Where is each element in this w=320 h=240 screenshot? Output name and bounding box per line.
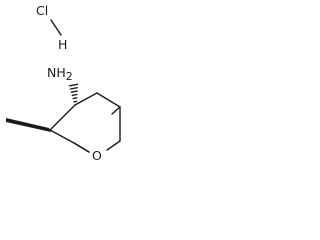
ring-bond-c5-c6 (96, 92, 121, 108)
amine-nh-text: NH (47, 65, 66, 80)
chemical-structure: Cl H NH2 O (6, 3, 121, 163)
c4-amine-hashed-wedge (68, 83, 79, 106)
ring-bond-o-right (106, 140, 121, 151)
ring-bond-c2-c3 (49, 129, 75, 144)
oxygen-label: O (92, 148, 102, 163)
amine-subscript: 2 (66, 70, 73, 83)
ring-bond-c2-down (73, 142, 90, 153)
ring-bond-c6-o (111, 106, 121, 115)
amine-group: NH2 (47, 65, 73, 83)
ring-bond-c4-c5 (74, 92, 98, 106)
c3-methyl-solid-wedge (6, 118, 51, 132)
amine-label: NH2 (47, 65, 73, 83)
hydrogen-label: H (58, 37, 67, 52)
ring-bond-c3-c4 (49, 104, 76, 131)
hcl-counterion: Cl H (36, 3, 67, 52)
chlorine-label: Cl (36, 3, 48, 18)
pyran-ring (49, 92, 121, 153)
h-cl-bond (50, 19, 62, 36)
